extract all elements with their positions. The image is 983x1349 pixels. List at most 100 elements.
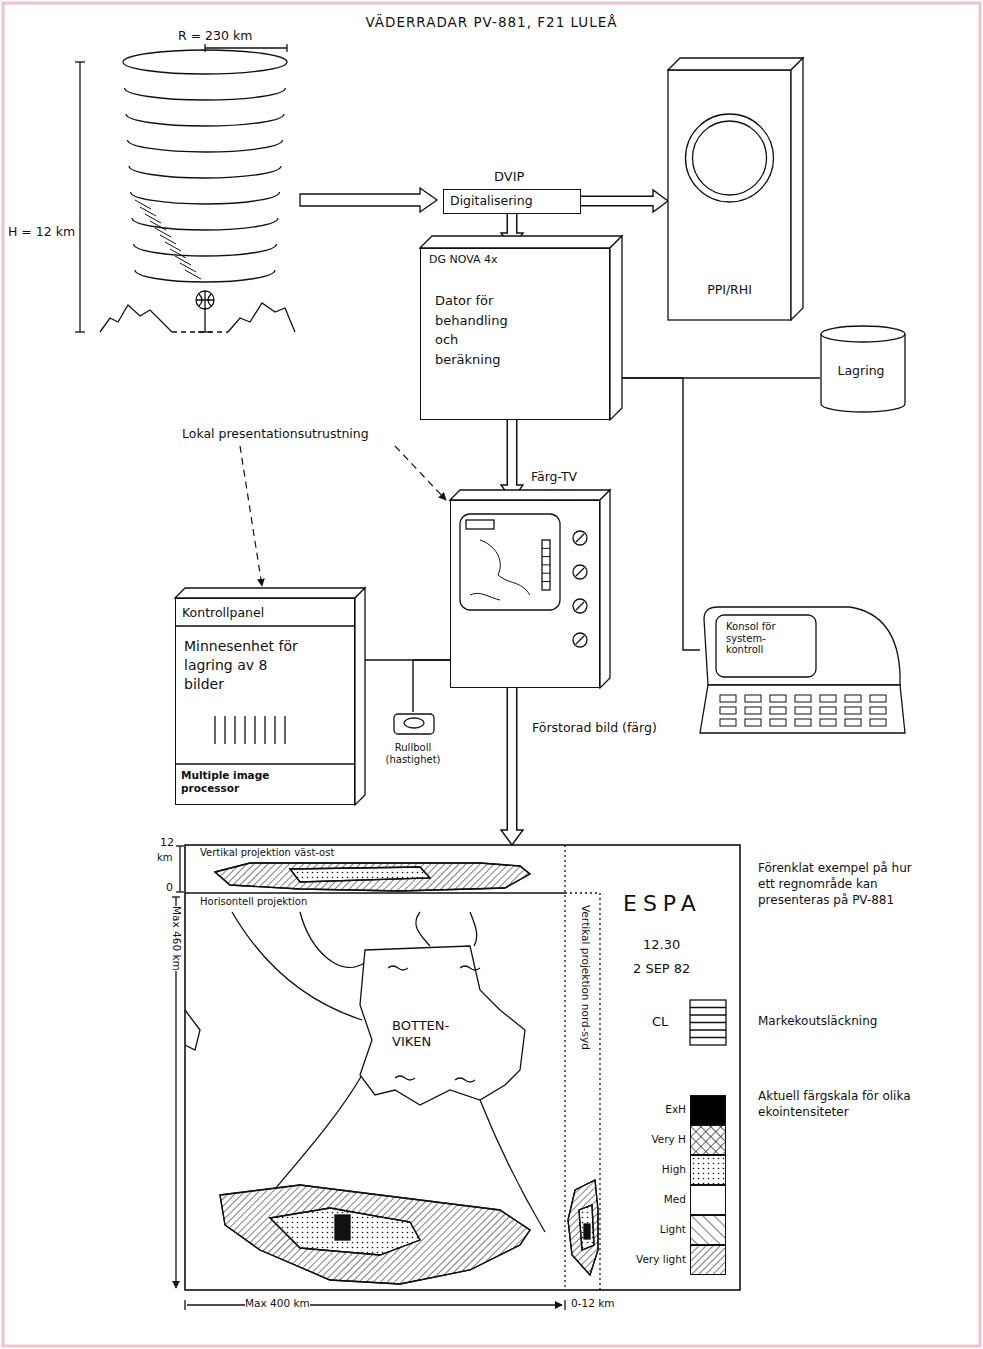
connector (501, 688, 523, 845)
dashed-pointer (395, 446, 446, 500)
label: BOTTEN- VIKEN (392, 1018, 458, 1049)
swatch-pattern (691, 1126, 725, 1154)
connector-label: Förstorad bild (färg) (532, 720, 657, 735)
node-text: PPI/RHI (668, 282, 791, 297)
node-text: DVIP (494, 169, 524, 185)
node-text: Färg-TV (531, 469, 577, 484)
control-panel: KontrollpanelMinnesenhet för lagring av … (175, 598, 355, 805)
legend-swatch (690, 1125, 726, 1155)
diagram-title: VÄDERRADAR PV-881, F21 LULEÅ (0, 14, 983, 30)
swatch-pattern (691, 1216, 725, 1244)
ppi-rhi-display-outline (668, 58, 803, 320)
legend-row: Light (620, 1215, 726, 1245)
beam-hatch (140, 207, 156, 216)
connector (501, 420, 523, 500)
node-text: Lagring (820, 363, 902, 378)
label: Max 460 km (170, 906, 183, 971)
node-text: Kontrollpanel (182, 605, 264, 620)
scan-arc (134, 244, 277, 256)
scan-arc (126, 114, 284, 126)
radar-map (172, 845, 740, 1310)
scan-arc (132, 218, 278, 230)
legend-row: Med (620, 1185, 726, 1215)
legend-swatch (690, 1155, 726, 1185)
connector (610, 378, 700, 650)
legend-text: ExH (620, 1095, 686, 1125)
label: Förenklat exempel på hur ett regnområde … (758, 860, 923, 909)
beam-hatch (170, 249, 186, 258)
legend-text: Very H (620, 1125, 686, 1155)
signal-arrow (300, 188, 437, 212)
beam-hatch (155, 228, 171, 237)
label: H = 12 km (8, 224, 75, 239)
label: CL (652, 1014, 668, 1030)
scan-arc (135, 270, 275, 282)
node-text: Dator för behandling och beräkning (435, 291, 525, 369)
color-tv: Färg-TV (450, 500, 600, 688)
beam-hatch (160, 235, 176, 244)
computer-box: DG NOVA 4x Dator för behandling och beräk… (420, 248, 610, 420)
legend-row: ExH (620, 1095, 726, 1125)
legend-swatch (690, 1095, 726, 1125)
node-text: Konsol för system-kontroll (726, 621, 784, 656)
legend-swatch (690, 1215, 726, 1245)
node-text: Digitalisering (450, 193, 533, 208)
label: Markekoutsläckning (758, 1014, 877, 1028)
swatch-pattern (691, 1156, 725, 1184)
radar-illustration (75, 44, 295, 332)
node-text: ESPA (623, 891, 702, 917)
legend-text: High (620, 1155, 686, 1185)
label: Max 400 km (245, 1297, 310, 1310)
label: 0 (166, 881, 173, 894)
ppi-rhi-display: PPI/RHI (668, 58, 803, 320)
connector (413, 660, 450, 712)
arrow-shaft (581, 197, 656, 205)
beam-hatch (185, 270, 201, 279)
radar-display-image: ESPA 12.30 2 SEP 82 (185, 845, 740, 1290)
node-text: 2 SEP 82 (633, 961, 690, 977)
node-text: 12.30 (643, 937, 680, 953)
legend-row: High (620, 1155, 726, 1185)
beam-hatch (165, 242, 181, 251)
connector (581, 190, 668, 212)
beam-hatch (175, 256, 191, 265)
scan-arc (125, 88, 286, 100)
label: Vertikal projektion nord-syd (579, 905, 592, 1050)
node-text: Rullboll (hastighet) (370, 742, 456, 766)
label: R = 230 km (178, 28, 252, 43)
node-text: Multiple image processor (181, 769, 293, 794)
swatch-pattern (691, 1246, 725, 1274)
node-text: DG NOVA 4x (429, 253, 498, 266)
label: 12 (160, 836, 174, 849)
storage-cylinder: Lagring (820, 325, 906, 413)
beam-hatch (150, 221, 166, 230)
legend-swatch (690, 1185, 726, 1215)
system-console: Konsol för system-kontroll (700, 605, 905, 737)
trackball: Rullboll (hastighet) (370, 712, 460, 798)
label: Lokal presentationsutrustning (182, 426, 369, 441)
beam-hatch (145, 214, 161, 223)
label: Horisontell projektion (200, 896, 307, 908)
arrow-shaft (508, 688, 516, 833)
connector-line (610, 378, 700, 650)
dvip-box: DVIPDigitalisering (443, 189, 581, 214)
label: Aktuell färgskala för olika ekointensite… (758, 1088, 933, 1120)
legend-text: Light (620, 1215, 686, 1245)
legend-text: Med (620, 1185, 686, 1215)
page-frame (3, 3, 980, 1346)
beam-hatch (180, 263, 196, 272)
label: km (157, 852, 173, 864)
node-text: Minnesenhet för lagring av 8 bilder (184, 637, 299, 694)
beam-hatch (135, 200, 151, 209)
arrow-shaft (508, 214, 516, 236)
scan-arc (129, 166, 281, 178)
legend-row: Very H (620, 1125, 726, 1155)
label: 0-12 km (571, 1297, 614, 1310)
dashed-pointer (240, 446, 262, 586)
legend-swatch (690, 1245, 726, 1275)
scan-arc (131, 192, 280, 204)
legend-row: Very light (620, 1245, 726, 1275)
scan-arc (128, 140, 283, 152)
connector-line (413, 660, 450, 712)
label: Vertikal projektion väst-ost (200, 847, 334, 859)
